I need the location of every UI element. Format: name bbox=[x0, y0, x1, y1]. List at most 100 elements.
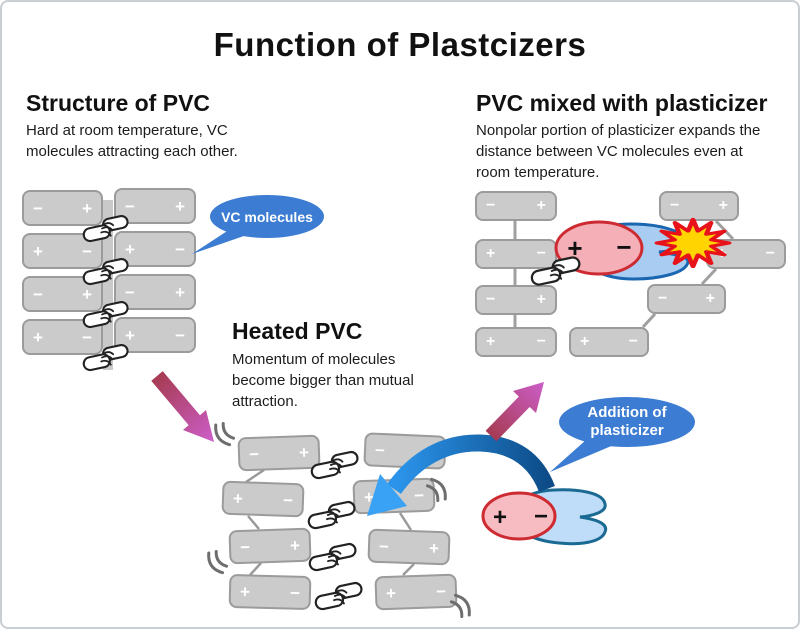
vc-molecule: −+ bbox=[22, 190, 103, 226]
charge-sign-right: − bbox=[175, 239, 185, 259]
charge-sign-right: + bbox=[82, 198, 92, 218]
charge-sign-right: + bbox=[298, 442, 310, 462]
vc-molecule: +− bbox=[221, 480, 305, 518]
addition-label-line1: Addition of bbox=[587, 404, 667, 421]
addition-label-line2: plasticizer bbox=[590, 422, 664, 439]
transition-arrow-structure-to-heated bbox=[151, 371, 214, 442]
vc-molecule: +− bbox=[22, 233, 103, 269]
transition-arrow-heated-to-mixed bbox=[485, 382, 544, 442]
vc-molecule: −+ bbox=[647, 284, 726, 314]
handshake-icon bbox=[314, 580, 364, 612]
charge-sign-left: − bbox=[486, 197, 496, 214]
charge-sign-right: − bbox=[765, 245, 775, 262]
plasticizer-minus-sign: − bbox=[616, 232, 631, 262]
plasticizer-molecule-mixed: + − bbox=[554, 220, 690, 281]
charge-sign-left: − bbox=[125, 282, 135, 302]
pvc-mixed-line1: Nonpolar portion of plasticizer expands … bbox=[476, 122, 761, 139]
structure-pvc-description: Hard at room temperature, VC molecules a… bbox=[26, 120, 238, 162]
vc-molecule: +− bbox=[114, 231, 196, 267]
vc-molecule: −+ bbox=[475, 285, 557, 315]
charge-sign-left: − bbox=[239, 537, 251, 557]
charge-sign-right: + bbox=[536, 291, 546, 308]
vc-molecule: −+ bbox=[363, 432, 447, 470]
charge-sign-right: + bbox=[175, 196, 185, 216]
charge-sign-left: + bbox=[232, 488, 244, 508]
vc-molecule: +− bbox=[352, 477, 436, 515]
bond-band bbox=[103, 200, 113, 370]
pvc-mixed-description: Nonpolar portion of plasticizer expands … bbox=[476, 120, 760, 183]
vc-molecule: +− bbox=[706, 239, 786, 269]
vc-molecule: +− bbox=[374, 573, 458, 611]
heated-pvc-heading: Heated PVC bbox=[232, 318, 363, 344]
charge-sign-left: + bbox=[486, 245, 496, 262]
nonpolar-portion-blob bbox=[577, 222, 690, 281]
vc-molecule: +− bbox=[475, 327, 557, 357]
charge-sign-left: + bbox=[580, 333, 590, 350]
charge-sign-right: + bbox=[428, 538, 440, 558]
charge-sign-left: − bbox=[33, 198, 43, 218]
vc-molecules-label: VC molecules bbox=[221, 208, 313, 225]
charge-sign-left: + bbox=[486, 333, 496, 350]
charge-sign-left: + bbox=[125, 239, 135, 259]
vibration-marks-icon bbox=[203, 547, 230, 578]
handshake-icon bbox=[308, 541, 358, 573]
vc-molecule: +− bbox=[114, 317, 196, 353]
charge-sign-right: − bbox=[628, 333, 638, 350]
charge-sign-right: − bbox=[82, 327, 92, 347]
charge-sign-left: − bbox=[125, 196, 135, 216]
plasticizer-plus-sign: + bbox=[567, 233, 582, 263]
charge-sign-left: − bbox=[248, 444, 260, 464]
charge-sign-right: + bbox=[289, 535, 301, 555]
pvc-mixed-line3: room temperature. bbox=[476, 164, 600, 181]
polar-portion-ellipse bbox=[554, 220, 644, 276]
charge-sign-right: + bbox=[175, 282, 185, 302]
heated-pvc-line2: become bigger than mutual bbox=[232, 372, 414, 389]
charge-sign-right: − bbox=[435, 581, 447, 601]
heated-pvc-line3: attraction. bbox=[232, 393, 298, 410]
addition-of-plasticizer-callout: Addition of plasticizer bbox=[559, 397, 695, 447]
charge-sign-left: + bbox=[33, 327, 43, 347]
charge-sign-right: − bbox=[289, 583, 301, 603]
vc-molecule: −+ bbox=[22, 276, 103, 312]
plasticizer-plus-sign: + bbox=[493, 504, 507, 531]
charge-sign-left: + bbox=[239, 581, 251, 601]
charge-sign-right: − bbox=[175, 325, 185, 345]
polar-portion-ellipse bbox=[481, 491, 557, 541]
charge-sign-right: + bbox=[82, 284, 92, 304]
charge-sign-left: − bbox=[658, 290, 668, 307]
charge-sign-left: − bbox=[33, 284, 43, 304]
structure-pvc-heading: Structure of PVC bbox=[26, 90, 211, 116]
charge-sign-right: − bbox=[413, 485, 425, 505]
vc-molecule: −+ bbox=[114, 188, 196, 224]
vc-molecule: −+ bbox=[114, 274, 196, 310]
heated-pvc-description: Momentum of molecules become bigger than… bbox=[232, 349, 414, 412]
plasticizer-molecule-free: + − bbox=[481, 488, 608, 546]
vc-molecule: +− bbox=[475, 239, 557, 269]
charge-sign-right: + bbox=[424, 442, 436, 462]
charge-sign-right: − bbox=[536, 245, 546, 262]
vc-molecule: −+ bbox=[228, 527, 312, 565]
heated-pvc-line1: Momentum of molecules bbox=[232, 351, 396, 368]
charge-sign-right: − bbox=[82, 241, 92, 261]
vc-molecule: −+ bbox=[367, 528, 451, 566]
vc-molecule: −+ bbox=[475, 191, 557, 221]
pvc-mixed-heading: PVC mixed with plasticizer bbox=[476, 90, 768, 116]
vc-molecule: +− bbox=[22, 319, 103, 355]
charge-sign-left: + bbox=[33, 241, 43, 261]
charge-sign-left: + bbox=[717, 245, 727, 262]
page-title: Function of Plastcizers bbox=[213, 26, 587, 63]
charge-sign-left: + bbox=[385, 583, 397, 603]
charge-sign-left: + bbox=[125, 325, 135, 345]
charge-sign-left: − bbox=[378, 536, 390, 556]
vc-molecules-callout: VC molecules bbox=[210, 195, 324, 238]
vc-molecule: +− bbox=[569, 327, 649, 357]
structure-pvc-line2: molecules attracting each other. bbox=[26, 143, 238, 160]
charge-sign-left: + bbox=[363, 487, 375, 507]
charge-sign-right: + bbox=[705, 290, 715, 307]
structure-pvc-line1: Hard at room temperature, VC bbox=[26, 122, 228, 139]
charge-sign-left: − bbox=[670, 197, 680, 214]
charge-sign-left: − bbox=[374, 440, 386, 460]
vibration-marks-icon bbox=[210, 419, 237, 450]
nonpolar-portion-blob bbox=[513, 488, 608, 546]
